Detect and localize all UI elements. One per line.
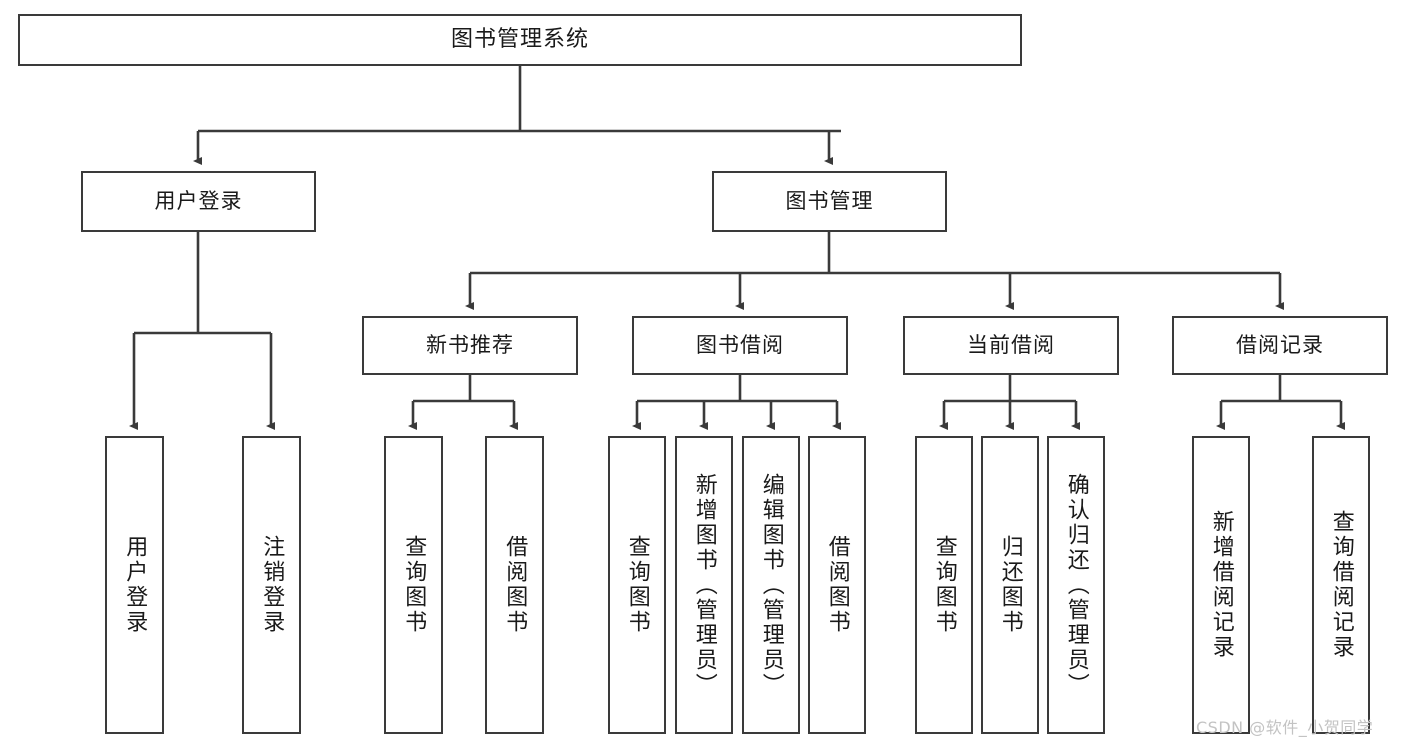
node-label: 当前借阅: [967, 332, 1055, 357]
node-label: 借阅图书: [502, 535, 528, 635]
node-label: 借阅图书: [824, 535, 850, 635]
leaf-record-add-record[interactable]: 新增借阅记录: [1192, 436, 1250, 734]
node-borrow-record[interactable]: 借阅记录: [1172, 316, 1388, 375]
node-label: 新增图书（管理员）: [691, 472, 717, 698]
node-label: 新书推荐: [426, 332, 514, 357]
leaf-user-logout[interactable]: 注销登录: [242, 436, 301, 734]
leaf-borrow-borrow-book[interactable]: 借阅图书: [808, 436, 866, 734]
node-label: 注销登录: [259, 535, 285, 635]
node-label: 图书管理: [785, 188, 874, 213]
node-label: 用户登录: [154, 188, 243, 213]
node-label: 查询图书: [931, 535, 957, 635]
leaf-borrow-edit-book-admin[interactable]: 编辑图书（管理员）: [742, 436, 800, 734]
node-label: 图书借阅: [696, 332, 784, 357]
node-label: 编辑图书（管理员）: [758, 472, 784, 698]
node-label: 确认归还（管理员）: [1063, 472, 1089, 698]
node-book-borrow[interactable]: 图书借阅: [632, 316, 848, 375]
node-new-book-recommend[interactable]: 新书推荐: [362, 316, 578, 375]
leaf-user-login[interactable]: 用户登录: [105, 436, 164, 734]
leaf-current-query-book[interactable]: 查询图书: [915, 436, 973, 734]
leaf-current-return-book[interactable]: 归还图书: [981, 436, 1039, 734]
node-current-borrow[interactable]: 当前借阅: [903, 316, 1119, 375]
node-label: 用户登录: [122, 535, 148, 635]
node-label: 归还图书: [997, 535, 1023, 635]
node-label: 新增借阅记录: [1208, 510, 1234, 660]
leaf-record-query-record[interactable]: 查询借阅记录: [1312, 436, 1370, 734]
node-label: 查询借阅记录: [1328, 510, 1354, 660]
leaf-borrow-query-book[interactable]: 查询图书: [608, 436, 666, 734]
leaf-borrow-add-book-admin[interactable]: 新增图书（管理员）: [675, 436, 733, 734]
node-label: 查询图书: [624, 535, 650, 635]
node-label: 借阅记录: [1236, 332, 1324, 357]
node-root-system[interactable]: 图书管理系统: [18, 14, 1022, 66]
leaf-current-confirm-return-admin[interactable]: 确认归还（管理员）: [1047, 436, 1105, 734]
node-label: 图书管理系统: [450, 26, 589, 52]
node-label: 查询图书: [401, 535, 427, 635]
node-user-login[interactable]: 用户登录: [81, 171, 316, 232]
node-book-management[interactable]: 图书管理: [712, 171, 947, 232]
leaf-recommend-borrow-book[interactable]: 借阅图书: [485, 436, 544, 734]
leaf-recommend-query-book[interactable]: 查询图书: [384, 436, 443, 734]
